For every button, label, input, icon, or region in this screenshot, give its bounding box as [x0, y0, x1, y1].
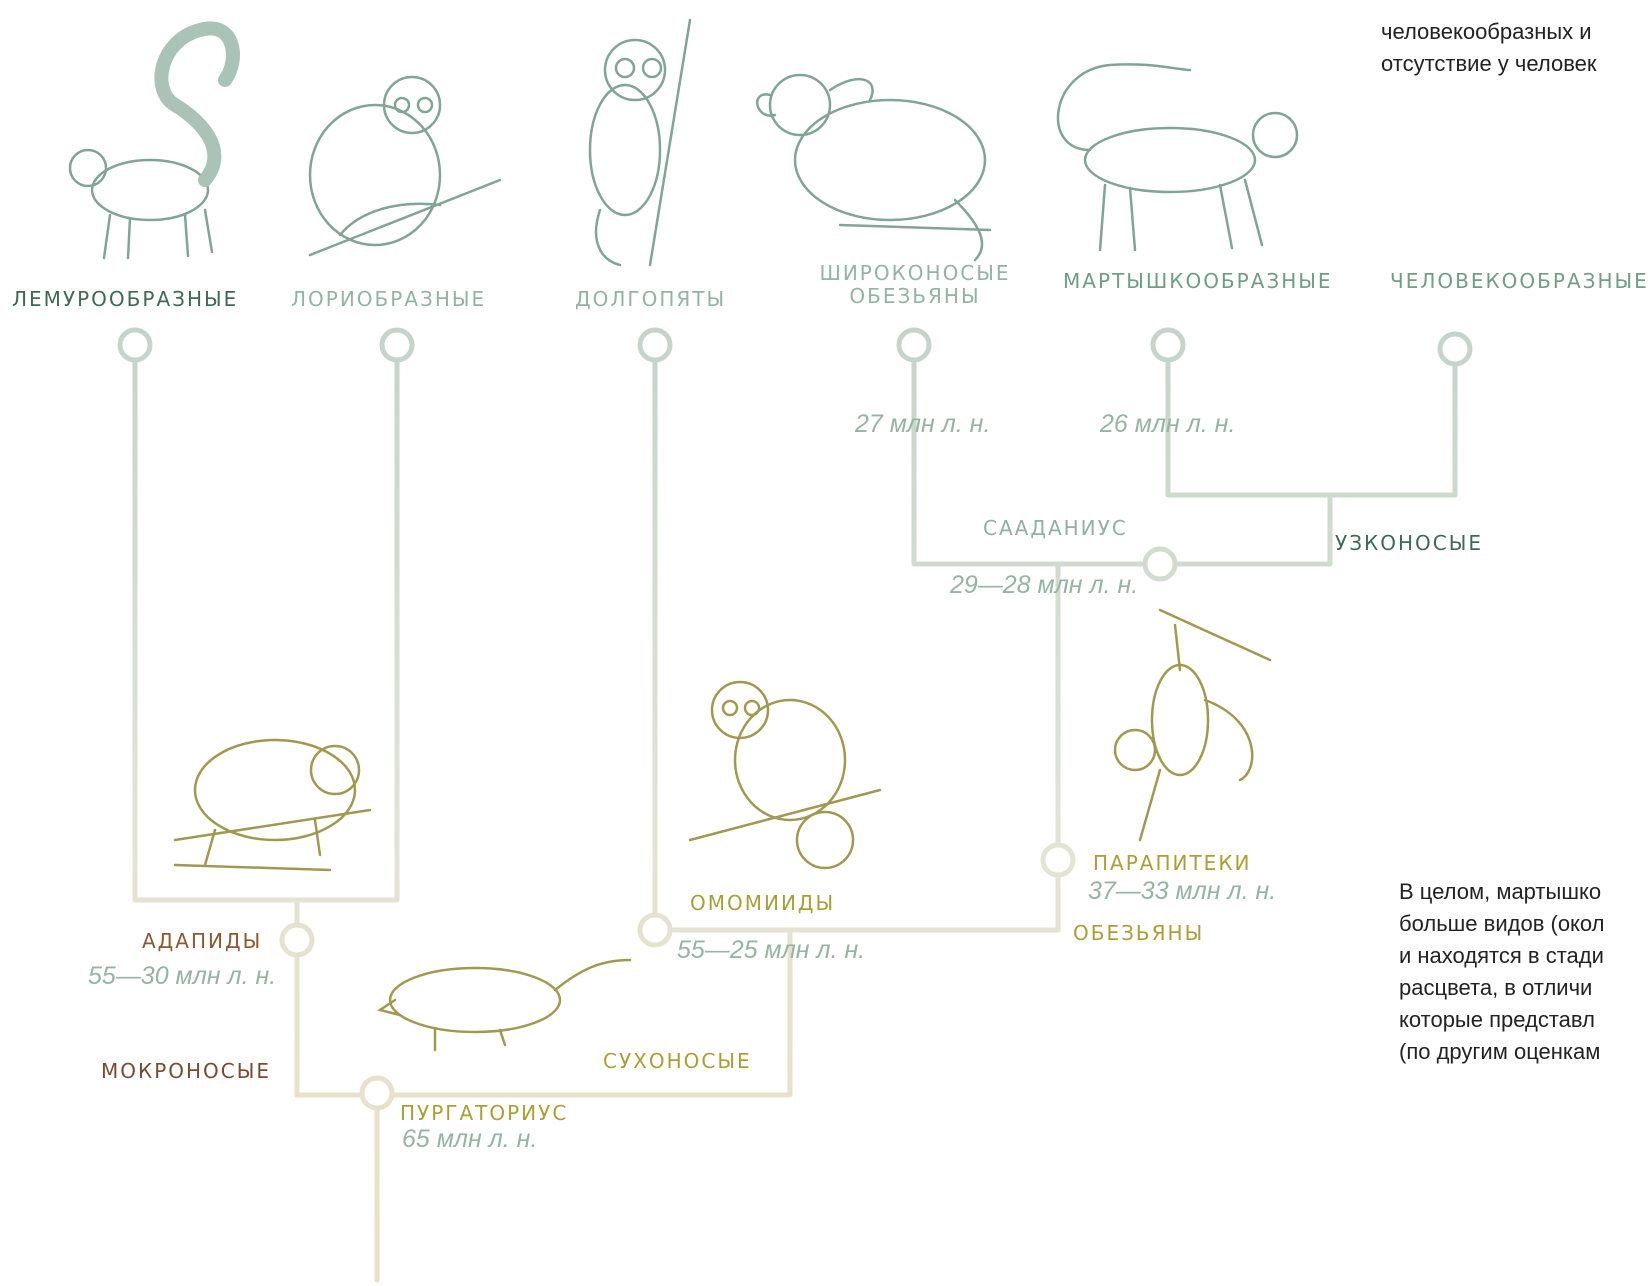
- date-purgatorius: 65 млн л. н.: [402, 1125, 537, 1154]
- date-adapidy: 55—30 млн л. н.: [88, 962, 276, 991]
- label-uzkonosye: УЗКОНОСЫЕ: [1335, 532, 1483, 555]
- omomyid-illustration: [690, 682, 880, 868]
- label-saadanius: СААДАНИУС: [983, 517, 1128, 540]
- text-bottom-line: В целом, мартышко: [1399, 876, 1605, 908]
- node-loriobraznye: [382, 330, 412, 360]
- text-bottom-line: расцвета, в отличи: [1399, 972, 1605, 1004]
- node-parapiteki: [1043, 845, 1073, 875]
- ring-tailed-lemur-illustration: [70, 28, 233, 258]
- branch-lemur-loris: [135, 362, 397, 900]
- label-adapidy: АДАПИДЫ: [142, 930, 262, 953]
- label-lemuroobraznye: ЛЕМУРООБРАЗНЫЕ: [12, 288, 238, 311]
- date-saadanius: 29—28 млн л. н.: [950, 571, 1138, 600]
- text-bottom-line: больше видов (окол: [1399, 908, 1605, 940]
- label-martyshkoobraznye: МАРТЫШКООБРАЗНЫЕ: [1063, 270, 1333, 293]
- label-omomiidy: ОМОМИИДЫ: [690, 892, 835, 915]
- node-purgatorius: [362, 1078, 392, 1108]
- node-adapidy: [282, 925, 312, 955]
- label-chelovekoobraznye: ЧЕЛОВЕКООБРАЗНЫЕ: [1390, 270, 1649, 293]
- label-parapiteki: ПАРАПИТЕКИ: [1093, 852, 1251, 875]
- parapithecus-illustration: [1115, 610, 1270, 840]
- text-bottom-line: и находятся в стади: [1399, 940, 1605, 972]
- vervet-monkey-illustration: [1058, 64, 1297, 250]
- label-dolgopyaty: ДОЛГОПЯТЫ: [575, 288, 726, 311]
- node-omomiidy: [640, 915, 670, 945]
- node-dolgopyaty: [640, 330, 670, 360]
- adapid-illustration: [175, 740, 370, 870]
- text-bottom: В целом, мартышко больше видов (окол и н…: [1399, 876, 1605, 1068]
- label-shirokonosye: ШИРОКОНОСЫЕ ОБЕЗЬЯНЫ: [800, 262, 1030, 308]
- node-martyshkoobraznye: [1153, 330, 1183, 360]
- node-shirokonosye: [899, 330, 929, 360]
- text-bottom-line: (по другим оценкам: [1399, 1036, 1605, 1068]
- date-martyshkoobraznye: 26 млн л. н.: [1100, 410, 1235, 439]
- text-top-line: отсутствие у человек: [1381, 48, 1597, 80]
- node-saadanius: [1145, 549, 1175, 579]
- label-mokronosye: МОКРОНОСЫЕ: [101, 1060, 271, 1083]
- node-chelovekoobraznye: [1440, 334, 1470, 364]
- purgatorius-illustration: [380, 960, 630, 1050]
- date-shirokonosye: 27 млн л. н.: [855, 410, 990, 439]
- date-parapiteki: 37—33 млн л. н.: [1088, 877, 1276, 906]
- text-top-line: человекообразных и: [1381, 16, 1597, 48]
- branch-haplorhini: [655, 362, 1058, 930]
- text-top: человекообразных и отсутствие у человек: [1381, 16, 1597, 80]
- label-obezyany: ОБЕЗЬЯНЫ: [1073, 922, 1204, 945]
- label-sukhonosye: СУХОНОСЫЕ: [603, 1050, 752, 1073]
- tarsier-illustration: [590, 20, 690, 265]
- loris-illustration: [310, 77, 500, 255]
- label-purgatorius: ПУРГАТОРИУС: [400, 1102, 568, 1125]
- text-bottom-line: которые представл: [1399, 1004, 1605, 1036]
- label-loriobraznye: ЛОРИОБРАЗНЫЕ: [291, 288, 486, 311]
- marmoset-illustration: [757, 75, 990, 260]
- date-omomiidy: 55—25 млн л. н.: [677, 936, 865, 965]
- node-lemuroobraznye: [120, 330, 150, 360]
